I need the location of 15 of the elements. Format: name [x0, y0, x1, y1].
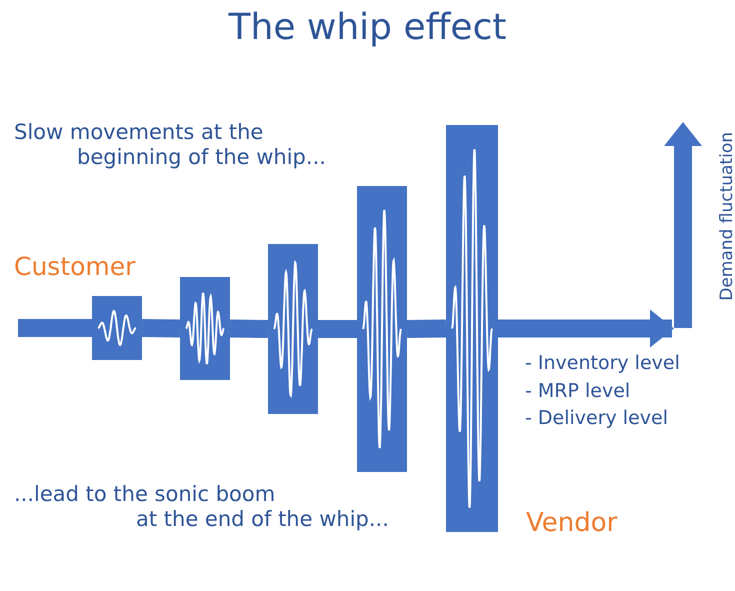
- wave-box: [268, 244, 318, 414]
- wave-box: [180, 277, 230, 380]
- wave-box: [446, 125, 498, 532]
- arrow: [498, 310, 674, 348]
- text-label: ...lead to the sonic boom at the end of the whip...: [14, 482, 389, 532]
- list-item: - Delivery level: [525, 407, 668, 430]
- list-item: - MRP level: [525, 380, 630, 403]
- text-label: Slow movements at the beginning of the whip...: [14, 120, 326, 170]
- list-item: - Inventory level: [525, 352, 680, 375]
- wave-box: [92, 296, 142, 360]
- role-label: Vendor: [526, 508, 618, 540]
- axis-label: Demand fluctuation: [717, 132, 735, 301]
- wave-box: [357, 186, 407, 472]
- title: The whip effect: [227, 6, 508, 50]
- role-label: Customer: [14, 252, 136, 282]
